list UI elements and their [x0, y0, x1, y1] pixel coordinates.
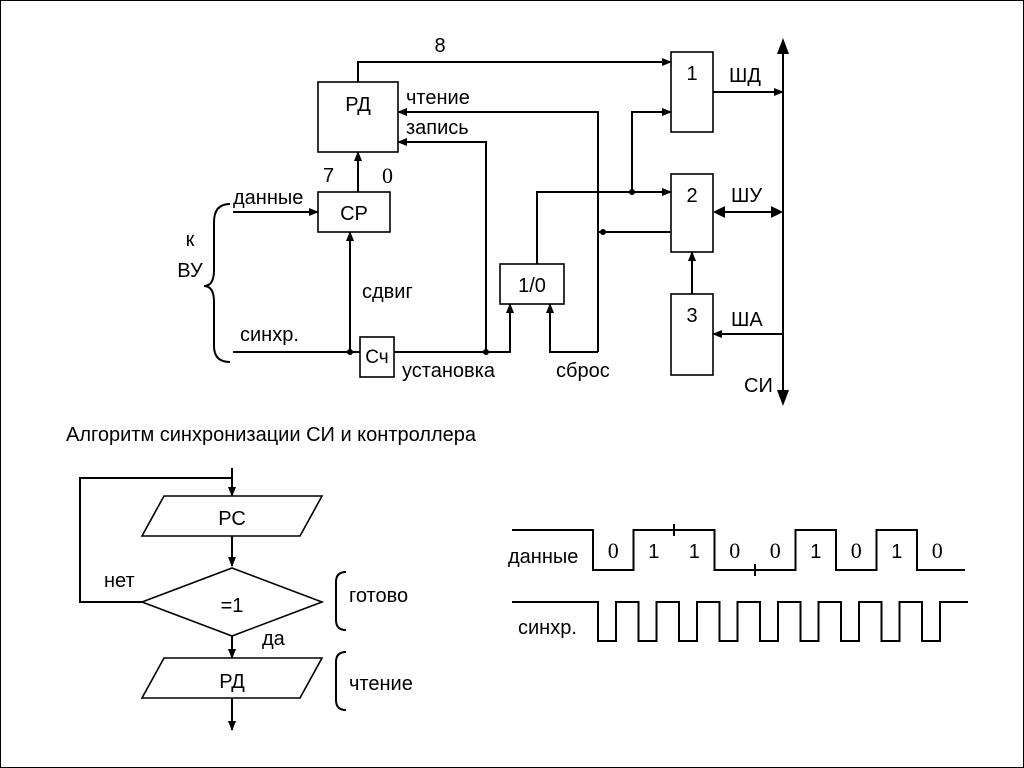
rd-io-block [140, 657, 324, 699]
sync-waveform [512, 601, 968, 642]
algorithm-title: Алгоритм синхронизации СИ и контроллера [66, 424, 477, 446]
block-3-box [670, 293, 714, 376]
read-bracket [335, 651, 347, 711]
block-1-box [670, 51, 714, 133]
bit-label: 1 [810, 541, 821, 563]
rd-to-block1-line [357, 58, 672, 82]
bit-label: 1 [891, 541, 902, 563]
set-label: установка [402, 360, 496, 382]
bit-label: 1 [648, 541, 659, 563]
counter-label: Сч [365, 347, 388, 368]
block-2-label: 2 [686, 185, 697, 207]
timing-sync-label: синхр. [518, 617, 577, 639]
bit-label: 0 [932, 538, 943, 563]
flipflop-to-block2-line [536, 188, 672, 264]
read-label: чтение [406, 87, 470, 109]
shift-register-label: СР [340, 203, 368, 225]
bus-width-label: 8 [434, 35, 445, 57]
bit-labels: 0 1 1 0 0 1 0 1 0 [608, 524, 943, 576]
si-label: СИ [744, 375, 773, 397]
control-bus-arrow-left [713, 206, 725, 218]
ready-junction-dot [629, 189, 635, 195]
write-signal-line [397, 138, 487, 350]
decision-label: =1 [221, 595, 244, 617]
bus-address-label: ША [731, 309, 763, 331]
block-diagram: РД СР Сч 1/0 1 2 3 СИ ШД ШУ ША 8 [177, 35, 789, 406]
no-loop-line [79, 477, 232, 603]
set-junction-dot [483, 349, 489, 355]
to-device-brace [203, 203, 231, 363]
bit-label: 0 [608, 538, 619, 563]
flowchart: РС =1 нет да РД готово чтение [79, 468, 413, 731]
bus-control-label: ШУ [731, 185, 762, 207]
bit-label: 0 [770, 538, 781, 563]
timing-diagram: данные 0 1 1 0 0 1 0 1 0 синхр. [508, 524, 968, 642]
bit-label: 1 [689, 541, 700, 563]
bit-label: 0 [729, 538, 740, 563]
rd-register-box [317, 81, 399, 153]
flipflop-label: 1/0 [518, 275, 546, 297]
timing-data-label: данные [508, 546, 578, 568]
system-bus-arrow-down [777, 390, 789, 406]
to-device-label-1: к [186, 229, 195, 251]
branch-to-block1-line [631, 108, 672, 192]
rd-register-label: РД [345, 94, 371, 116]
ready-label: готово [349, 585, 408, 607]
set-signal-line [394, 303, 514, 353]
read-signal-line [397, 108, 599, 352]
bit-label: 0 [851, 538, 862, 563]
block-1-label: 1 [686, 63, 697, 85]
write-label: запись [406, 117, 469, 139]
counter-box [359, 336, 395, 378]
control-bus-arrow-right [771, 206, 783, 218]
shift-label: сдвиг [362, 281, 413, 303]
to-device-label-2: ВУ [177, 260, 203, 282]
reset-label: сброс [556, 360, 610, 382]
bus-data-label: ШД [729, 65, 761, 87]
bit-low-label: 0 [382, 163, 393, 188]
rs-io-label: РС [218, 508, 246, 530]
reset-signal-line [546, 303, 598, 353]
block-3-label: 3 [686, 305, 697, 327]
system-bus-arrow-up [777, 38, 789, 54]
yes-label: да [262, 628, 286, 650]
read-step-label: чтение [349, 673, 413, 695]
sync-junction-dot [347, 349, 353, 355]
no-label: нет [104, 570, 135, 592]
bit-high-label: 7 [323, 165, 334, 187]
data-label: данные [233, 187, 303, 209]
rs-io-block [140, 495, 324, 537]
rd-io-label: РД [219, 671, 245, 693]
flipflop-box [499, 263, 565, 305]
read-junction-dot [600, 229, 606, 235]
data-waveform [512, 529, 965, 571]
sync-label: синхр. [240, 324, 299, 346]
ready-bracket [335, 571, 347, 631]
